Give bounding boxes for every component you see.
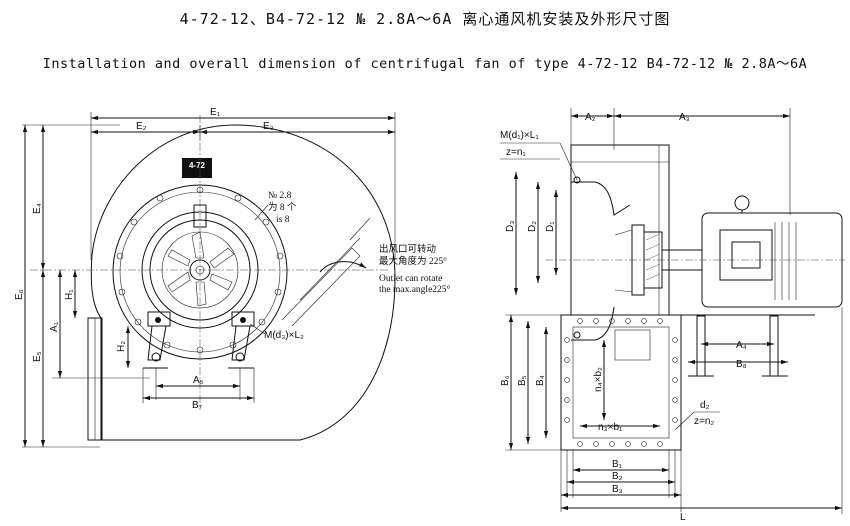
dim-b7: B₇ — [192, 400, 203, 411]
dim-a3: A₃ — [679, 112, 690, 123]
outlet-note-en-2: the max.angle225° — [379, 284, 451, 295]
label-n4-b2: n₄×b₂ — [593, 367, 604, 392]
lifting-eye — [734, 195, 750, 211]
outlet-note-cn-2: 最大角度为 225° — [379, 255, 447, 267]
base-frame — [560, 314, 682, 451]
left-bolt-label: M(d₃)×L₂ — [264, 330, 304, 341]
motor-terminal-box — [719, 229, 773, 281]
mounting-brackets — [143, 311, 255, 369]
left-view-fan-housing: 4-72 — [30, 115, 396, 441]
dim-e1: E₁ — [210, 107, 221, 118]
right-view-dimensions: A₂ A₃ M(d₁)×L₁ z=n₁ D₃ D₂ D₁ B₆ B₅ B₄ n₄… — [500, 108, 843, 523]
dim-h2: H₂ — [116, 341, 127, 352]
dim-b3: B₃ — [612, 484, 623, 495]
label-d2: d₂ — [700, 400, 710, 411]
dim-a4: A₄ — [736, 340, 747, 351]
dim-e3: E₃ — [263, 121, 274, 132]
z-n1: z=n₁ — [506, 147, 526, 158]
nameplate-badge-text: 4-72 — [189, 161, 206, 170]
dim-e2: E₂ — [136, 121, 147, 132]
right-bolt-label: M(d₁)×L₁ — [500, 130, 539, 141]
title-english: Installation and overall dimension of ce… — [42, 56, 808, 72]
note-28-line2: 为 8 个 — [268, 201, 297, 213]
dim-a2: A₂ — [585, 112, 596, 123]
right-view-fan-assembly — [545, 144, 845, 451]
dim-b4: B₄ — [535, 375, 546, 386]
dim-d2: D₂ — [527, 221, 538, 232]
dim-l: L — [680, 512, 686, 523]
dim-d3: D₃ — [505, 221, 516, 232]
dim-b5: B₅ — [517, 375, 528, 386]
nameplate-badge — [182, 158, 212, 178]
dim-e4: E₄ — [32, 203, 43, 214]
label-n3-b1: n₃×b₁ — [598, 422, 623, 433]
title-chinese: 4-72-12、B4-72-12 № 2.8A～6A 离心通风机安装及外形尺寸图 — [179, 10, 671, 28]
dim-b6: B₆ — [500, 375, 511, 386]
note-28-line3: is 8 — [276, 215, 290, 225]
dim-e6: E₆ — [14, 289, 25, 300]
dim-a5: A₅ — [193, 375, 204, 386]
outlet-note-cn-1: 出风口可转动 — [379, 243, 436, 255]
z-n2: z=n₂ — [694, 416, 714, 427]
dim-e5: E₅ — [32, 351, 43, 362]
dim-b2: B₂ — [612, 471, 623, 482]
dim-a1: A₁ — [49, 321, 60, 332]
dim-b8: B₈ — [736, 359, 747, 370]
note-28-line1: № 2.8 — [268, 191, 292, 201]
dim-d1: D₁ — [545, 221, 556, 232]
left-view-dimensions: E₁ E₂ E₃ E₆ E₄ E₅ A₁ H₁ H₂ A₅ — [14, 107, 451, 448]
dim-h1: H₁ — [64, 289, 75, 300]
outlet-note-en-1: Outlet can rotate — [379, 274, 442, 284]
dim-b1: B₁ — [612, 459, 623, 470]
